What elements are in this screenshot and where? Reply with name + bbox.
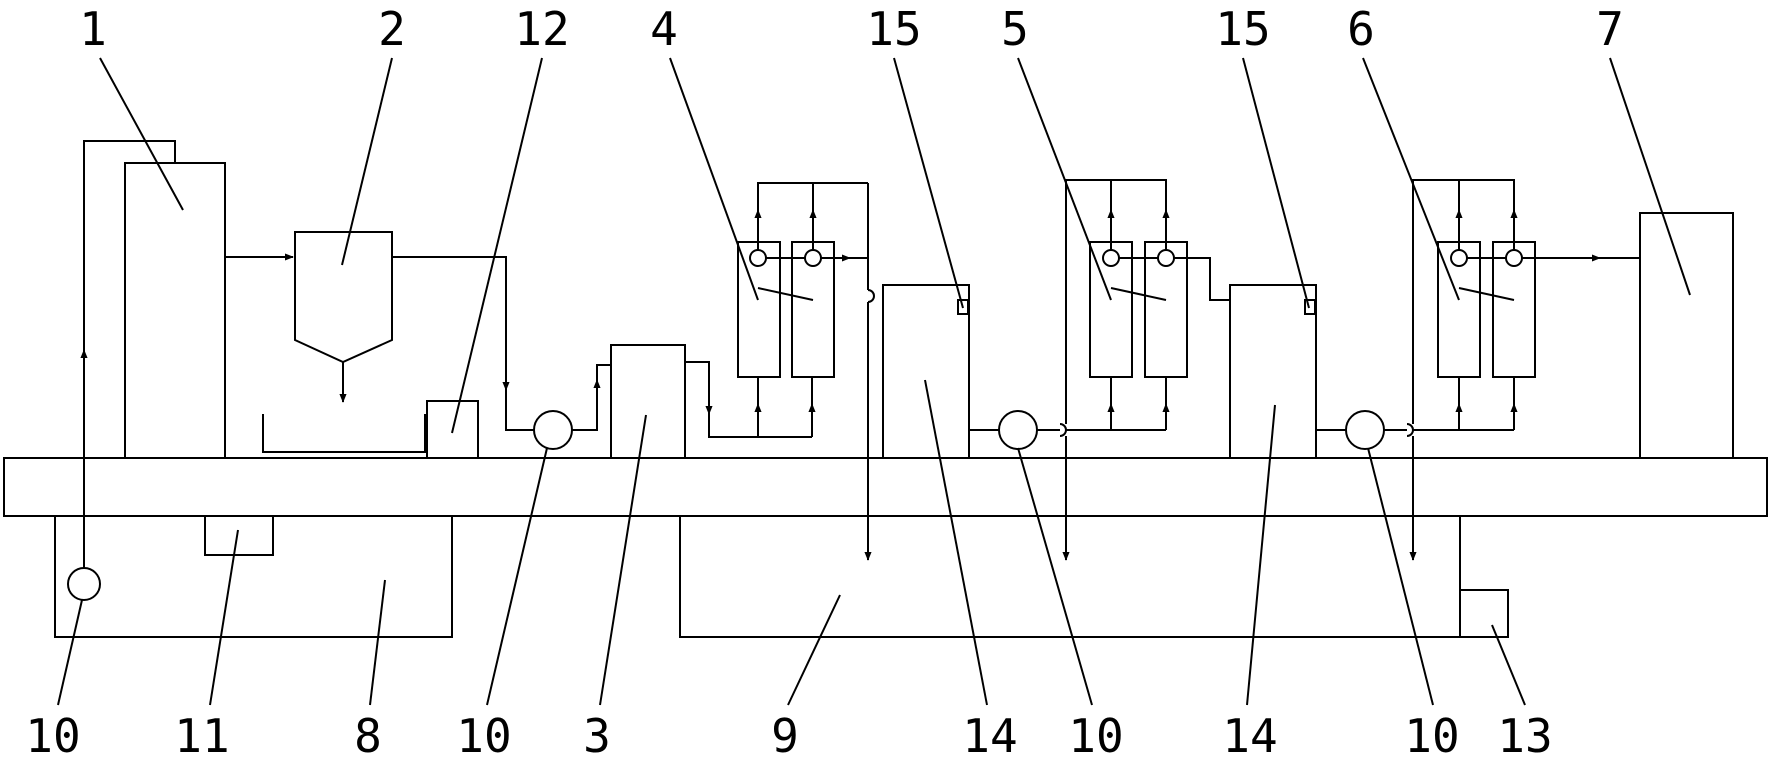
label-10-b: 10	[456, 709, 511, 763]
pipe-3-out	[685, 361, 710, 400]
label-3: 3	[583, 709, 611, 763]
pump-10-3	[1345, 410, 1385, 450]
tray	[262, 414, 426, 453]
tank-9	[679, 516, 1461, 638]
filter-group-4	[737, 182, 875, 561]
label-7: 7	[1596, 2, 1624, 56]
label-1: 1	[79, 2, 107, 56]
bottom-leader-lines	[57, 379, 1526, 706]
unit-1	[124, 162, 226, 459]
tank-14-2	[1229, 284, 1317, 459]
base-platform	[3, 457, 1768, 517]
label-8: 8	[354, 709, 382, 763]
label-10-c: 10	[1068, 709, 1123, 763]
label-6: 6	[1347, 2, 1375, 56]
sensor-15-2	[1304, 299, 1316, 315]
pump-10-2	[998, 410, 1038, 450]
label-10-d: 10	[1404, 709, 1459, 763]
pipe-pump-to-3	[572, 398, 598, 431]
top-leader-lines	[99, 57, 1691, 434]
filter-group-5	[1062, 179, 1230, 561]
recycle-pipe-top	[83, 140, 176, 350]
tank-14-1	[882, 284, 970, 459]
unit-2-hopper	[294, 231, 393, 364]
pipe-into-pump	[505, 390, 534, 431]
label-10-a: 10	[25, 709, 80, 763]
filter-group-6	[1409, 179, 1640, 561]
pipe-2-to-pump	[392, 256, 507, 384]
unit-3	[610, 344, 686, 459]
filter-ticks	[757, 287, 1515, 301]
device-11	[204, 515, 274, 556]
pump-10-left	[67, 567, 101, 601]
label-14-a: 14	[962, 709, 1017, 763]
label-4: 4	[650, 2, 678, 56]
pipe-to-filter-4	[708, 414, 812, 438]
label-15-2: 15	[1215, 2, 1270, 56]
label-9: 9	[771, 709, 799, 763]
pump-10-1	[533, 410, 573, 450]
tank-8	[54, 516, 453, 638]
label-2: 2	[378, 2, 406, 56]
device-13	[1459, 589, 1509, 638]
unit-7	[1639, 212, 1734, 459]
label-12: 12	[514, 2, 569, 56]
unit-12	[426, 400, 479, 459]
pipe-up-3	[596, 364, 611, 380]
sensor-15-1	[957, 299, 969, 315]
label-15-1: 15	[866, 2, 921, 56]
label-5: 5	[1001, 2, 1029, 56]
label-13: 13	[1497, 709, 1552, 763]
label-11: 11	[174, 709, 229, 763]
label-14-b: 14	[1222, 709, 1277, 763]
